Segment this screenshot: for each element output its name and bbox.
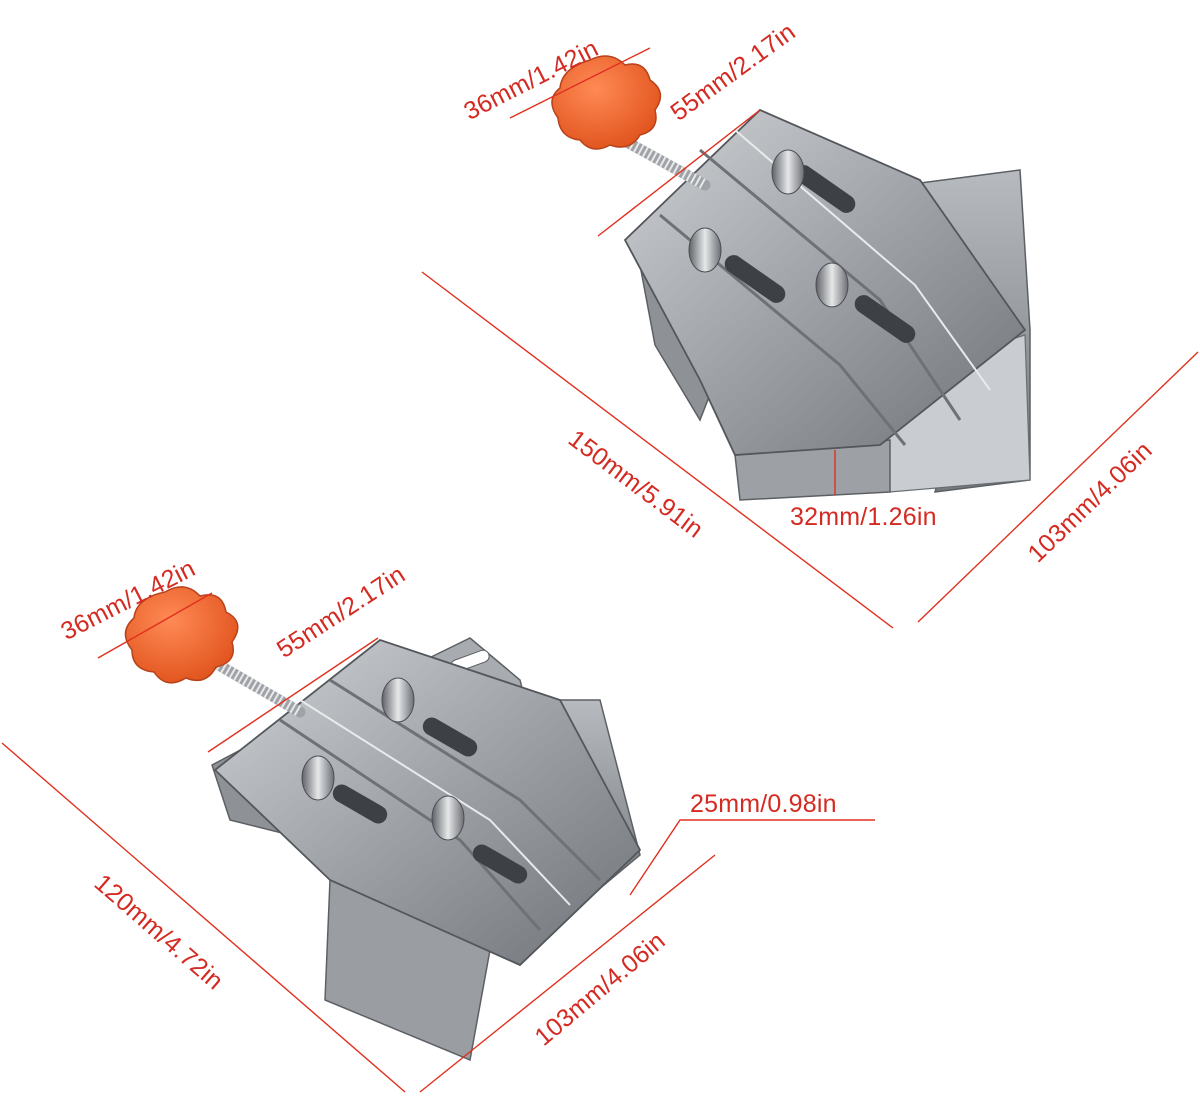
dimension-lines — [1, 47, 1199, 1093]
clamp-small-pin — [431, 795, 465, 841]
dim-line-small-length — [1, 742, 406, 1093]
clamp-small-channel — [279, 718, 542, 931]
clamp-large-knob — [551, 55, 662, 150]
clamp-small-slot — [472, 844, 528, 884]
clamp-small-body — [213, 638, 642, 967]
clamp-small-slot — [422, 717, 478, 757]
clamp-small-knob — [124, 586, 239, 684]
clamp-large-slot — [724, 255, 786, 303]
clamp-large-screw-thread — [602, 125, 708, 190]
clamp-small-slot — [332, 784, 388, 824]
clamp-large-pin — [771, 149, 805, 195]
clamp-large — [551, 55, 1031, 501]
dim-line-large-width — [917, 351, 1199, 623]
dim-line-large-knob — [509, 47, 651, 119]
dim-line-small-width — [419, 854, 716, 1093]
dim-label-large-jaw: 32mm/1.26in — [790, 503, 937, 531]
dim-label-small-jaw: 25mm/0.98in — [690, 790, 837, 818]
clamp-large-channel — [659, 213, 907, 446]
dim-line-small-knob — [97, 592, 213, 659]
clamp-large-slot — [794, 165, 856, 213]
dim-line-small-jaw — [629, 819, 875, 896]
clamp-small — [124, 586, 642, 1062]
dim-line-small-screw — [207, 637, 379, 753]
clamp-small-screw-thread — [207, 655, 303, 717]
clamp-large-slot — [854, 295, 916, 343]
dim-line-large-screw — [597, 109, 761, 237]
clamp-small-pin — [381, 677, 415, 723]
dim-line-large-length — [421, 271, 894, 629]
clamp-large-channel — [699, 148, 962, 421]
clamp-small-channel — [299, 699, 571, 906]
clamp-large-pin — [688, 227, 722, 273]
clamp-small-pin — [301, 755, 335, 801]
clamp-large-pin — [815, 262, 849, 308]
